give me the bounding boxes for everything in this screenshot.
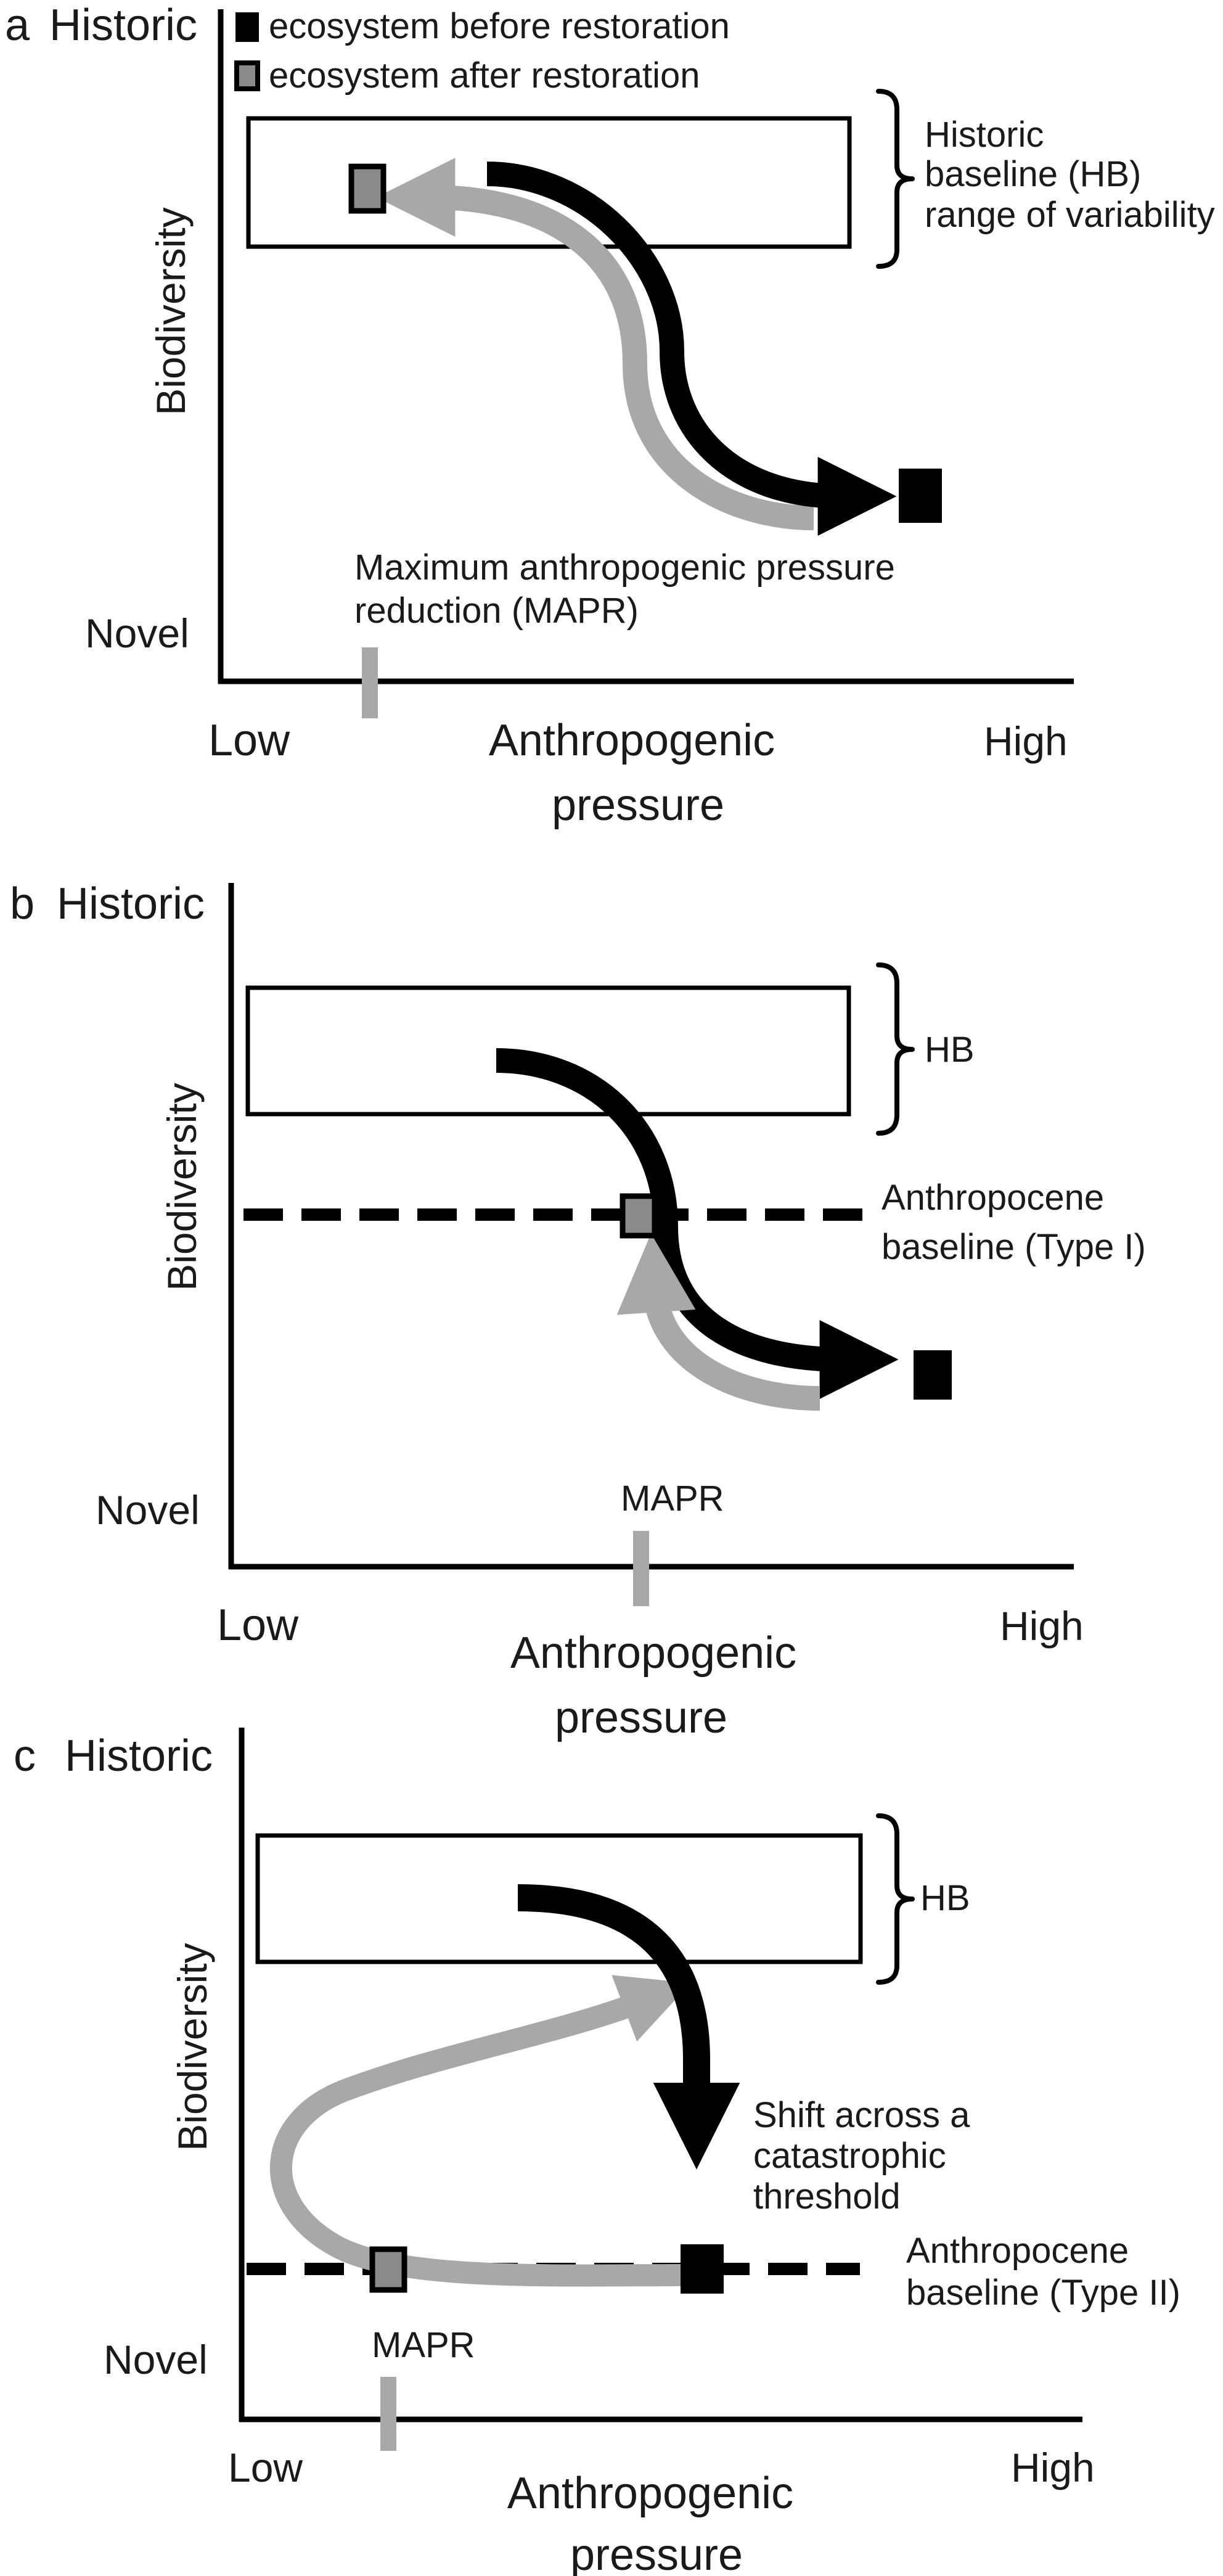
panel-b: b Historic HB Anthropocene baseline (Typ… xyxy=(10,879,1146,1742)
legend-after-marker xyxy=(234,60,260,91)
panel-a-hb-label-2: baseline (HB) xyxy=(925,154,1141,194)
panel-b-x-low-label: Low xyxy=(217,1601,299,1650)
panel-a-y-top-label: Historic xyxy=(49,1,197,50)
panel-c-x-low-label: Low xyxy=(228,2445,303,2490)
panel-a-hb-label-1: Historic xyxy=(925,115,1044,155)
panel-c-letter: c xyxy=(14,1731,36,1781)
panel-c-before-restoration-marker xyxy=(681,2244,724,2294)
panel-b-x-axis-label-2: pressure xyxy=(555,1693,727,1742)
panel-a-after-restoration-marker xyxy=(348,163,387,214)
panel-c-x-high-label: High xyxy=(1011,2445,1095,2490)
panel-c-mapr-label: MAPR xyxy=(372,2325,475,2365)
panel-b-baseline-label-1: Anthropocene xyxy=(881,1178,1104,1218)
legend-before-label: ecosystem before restoration xyxy=(269,6,730,46)
panel-b-historic-baseline-box xyxy=(245,985,851,1117)
panel-c-after-restoration-marker xyxy=(369,2246,407,2293)
panel-c-restoration-arrow xyxy=(269,1975,691,2287)
panel-b-baseline-label-2: baseline (Type I) xyxy=(881,1227,1146,1267)
panel-c-hb-label: HB xyxy=(920,1878,970,1918)
panel-b-x-high-label: High xyxy=(1000,1603,1084,1649)
panel-a-degradation-arrow xyxy=(486,162,897,536)
panel-a-x-high-label: High xyxy=(984,718,1068,764)
legend-after-label: ecosystem after restoration xyxy=(269,55,700,96)
panel-a-x-low-label: Low xyxy=(208,716,290,765)
panel-a-letter: a xyxy=(5,1,30,50)
legend-before-marker xyxy=(235,12,259,42)
panel-a-mapr-label-1: Maximum anthropogenic pressure xyxy=(354,548,895,588)
panel-b-hb-brace xyxy=(876,962,915,1136)
panel-c-y-top-label: Historic xyxy=(65,1731,213,1781)
panel-c-degradation-arrow xyxy=(517,1884,740,2170)
panel-a-mapr-label-2: reduction (MAPR) xyxy=(354,591,639,631)
panel-a-hb-label-3: range of variability xyxy=(925,195,1215,235)
panel-b-degradation-arrow xyxy=(496,1048,899,1399)
panel-c-y-axis-label: Biodiversity xyxy=(170,1943,215,2151)
panel-b-y-bottom-label: Novel xyxy=(96,1487,200,1533)
panel-c-historic-baseline-box xyxy=(255,1833,863,1964)
panel-b-mapr-label: MAPR xyxy=(621,1479,724,1519)
panel-a-x-axis-label-2: pressure xyxy=(552,781,724,830)
panel-c-shift-label-3: threshold xyxy=(753,2176,901,2217)
panel-c-baseline-label-1: Anthropocene xyxy=(906,2231,1129,2271)
panel-c: c Historic HB Anthropocene baseline (Typ… xyxy=(14,1728,1180,2576)
panel-a: a Historic ecosystem before restoration … xyxy=(5,1,1215,830)
panel-c-x-axis-label-1: Anthropogenic xyxy=(507,2469,793,2518)
panel-b-x-axis-label-1: Anthropogenic xyxy=(510,1628,796,1678)
panel-b-letter: b xyxy=(10,879,35,929)
panel-a-y-bottom-label: Novel xyxy=(85,610,189,656)
panel-c-shift-label-1: Shift across a xyxy=(753,2095,970,2135)
panel-b-restoration-arrow xyxy=(616,1233,820,1411)
panel-c-x-axis-label-2: pressure xyxy=(570,2530,743,2576)
panel-b-y-axis-label: Biodiversity xyxy=(159,1083,205,1290)
panel-a-before-restoration-marker xyxy=(899,469,942,523)
panel-c-hb-brace xyxy=(876,1813,915,1985)
panel-c-y-bottom-label: Novel xyxy=(104,2337,208,2382)
panel-c-baseline-label-2: baseline (Type II) xyxy=(906,2273,1180,2313)
panel-a-x-axis-label-1: Anthropogenic xyxy=(489,716,775,765)
panel-b-y-top-label: Historic xyxy=(57,879,205,929)
panel-b-before-restoration-marker xyxy=(914,1350,952,1400)
panel-a-historic-baseline-box xyxy=(246,116,852,249)
panel-b-after-restoration-marker xyxy=(620,1193,658,1239)
panel-c-shift-label-2: catastrophic xyxy=(753,2136,946,2176)
panel-a-restoration-arrow xyxy=(376,158,814,530)
panel-b-hb-label: HB xyxy=(925,1030,975,1070)
panel-a-hb-brace xyxy=(876,89,915,269)
panel-a-y-axis-label: Biodiversity xyxy=(148,207,194,415)
